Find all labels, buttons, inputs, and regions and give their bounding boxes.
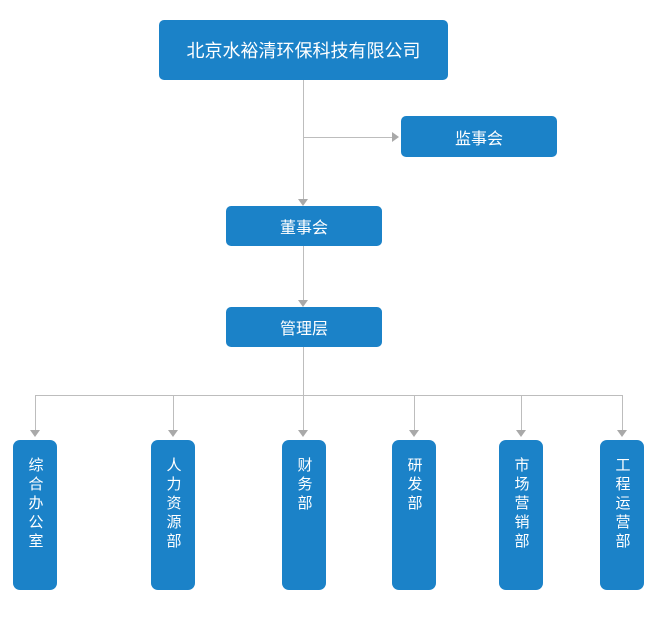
org-node-company-root: 北京水裕清环保科技有限公司 — [159, 20, 448, 80]
org-node-dept-rnd: 研发部 — [392, 440, 436, 590]
connector-root-to-supervisory — [303, 137, 392, 138]
dept-label: 研发部 — [405, 457, 423, 514]
connector-management-to-departments — [303, 347, 304, 431]
org-node-dept-engineering-operations: 工程运营部 — [600, 440, 644, 590]
arrowhead-right-supervisory — [392, 132, 399, 142]
arrowhead-down-dept-general-office — [30, 430, 40, 437]
org-node-dept-general-office: 综合办公室 — [13, 440, 57, 590]
org-node-management-layer: 管理层 — [226, 307, 382, 347]
dept-label: 财务部 — [295, 457, 313, 514]
arrowhead-down-dept-hr — [168, 430, 178, 437]
arrowhead-down-management — [298, 300, 308, 307]
arrowhead-down-dept-rnd — [409, 430, 419, 437]
dept-label: 工程运营部 — [613, 457, 631, 552]
dept-label: 人力资源部 — [164, 457, 182, 552]
dept-label: 综合办公室 — [26, 457, 44, 552]
connector-root-to-board — [303, 80, 304, 199]
dept-label: 市场营销部 — [512, 457, 530, 552]
connector-departments-rail — [35, 395, 622, 396]
connector-board-to-management — [303, 246, 304, 300]
connector-drop-dept-hr — [173, 395, 174, 431]
org-node-board-of-directors: 董事会 — [226, 206, 382, 246]
arrowhead-down-board — [298, 199, 308, 206]
org-node-dept-human-resources: 人力资源部 — [151, 440, 195, 590]
org-node-dept-marketing: 市场营销部 — [499, 440, 543, 590]
connector-drop-dept-rnd — [414, 395, 415, 431]
org-node-dept-finance: 财务部 — [282, 440, 326, 590]
arrowhead-down-dept-finance — [298, 430, 308, 437]
connector-drop-dept-engineering — [622, 395, 623, 431]
connector-drop-dept-marketing — [521, 395, 522, 431]
arrowhead-down-dept-engineering — [617, 430, 627, 437]
connector-drop-dept-general-office — [35, 395, 36, 431]
arrowhead-down-dept-marketing — [516, 430, 526, 437]
org-node-supervisory-board: 监事会 — [401, 116, 557, 157]
